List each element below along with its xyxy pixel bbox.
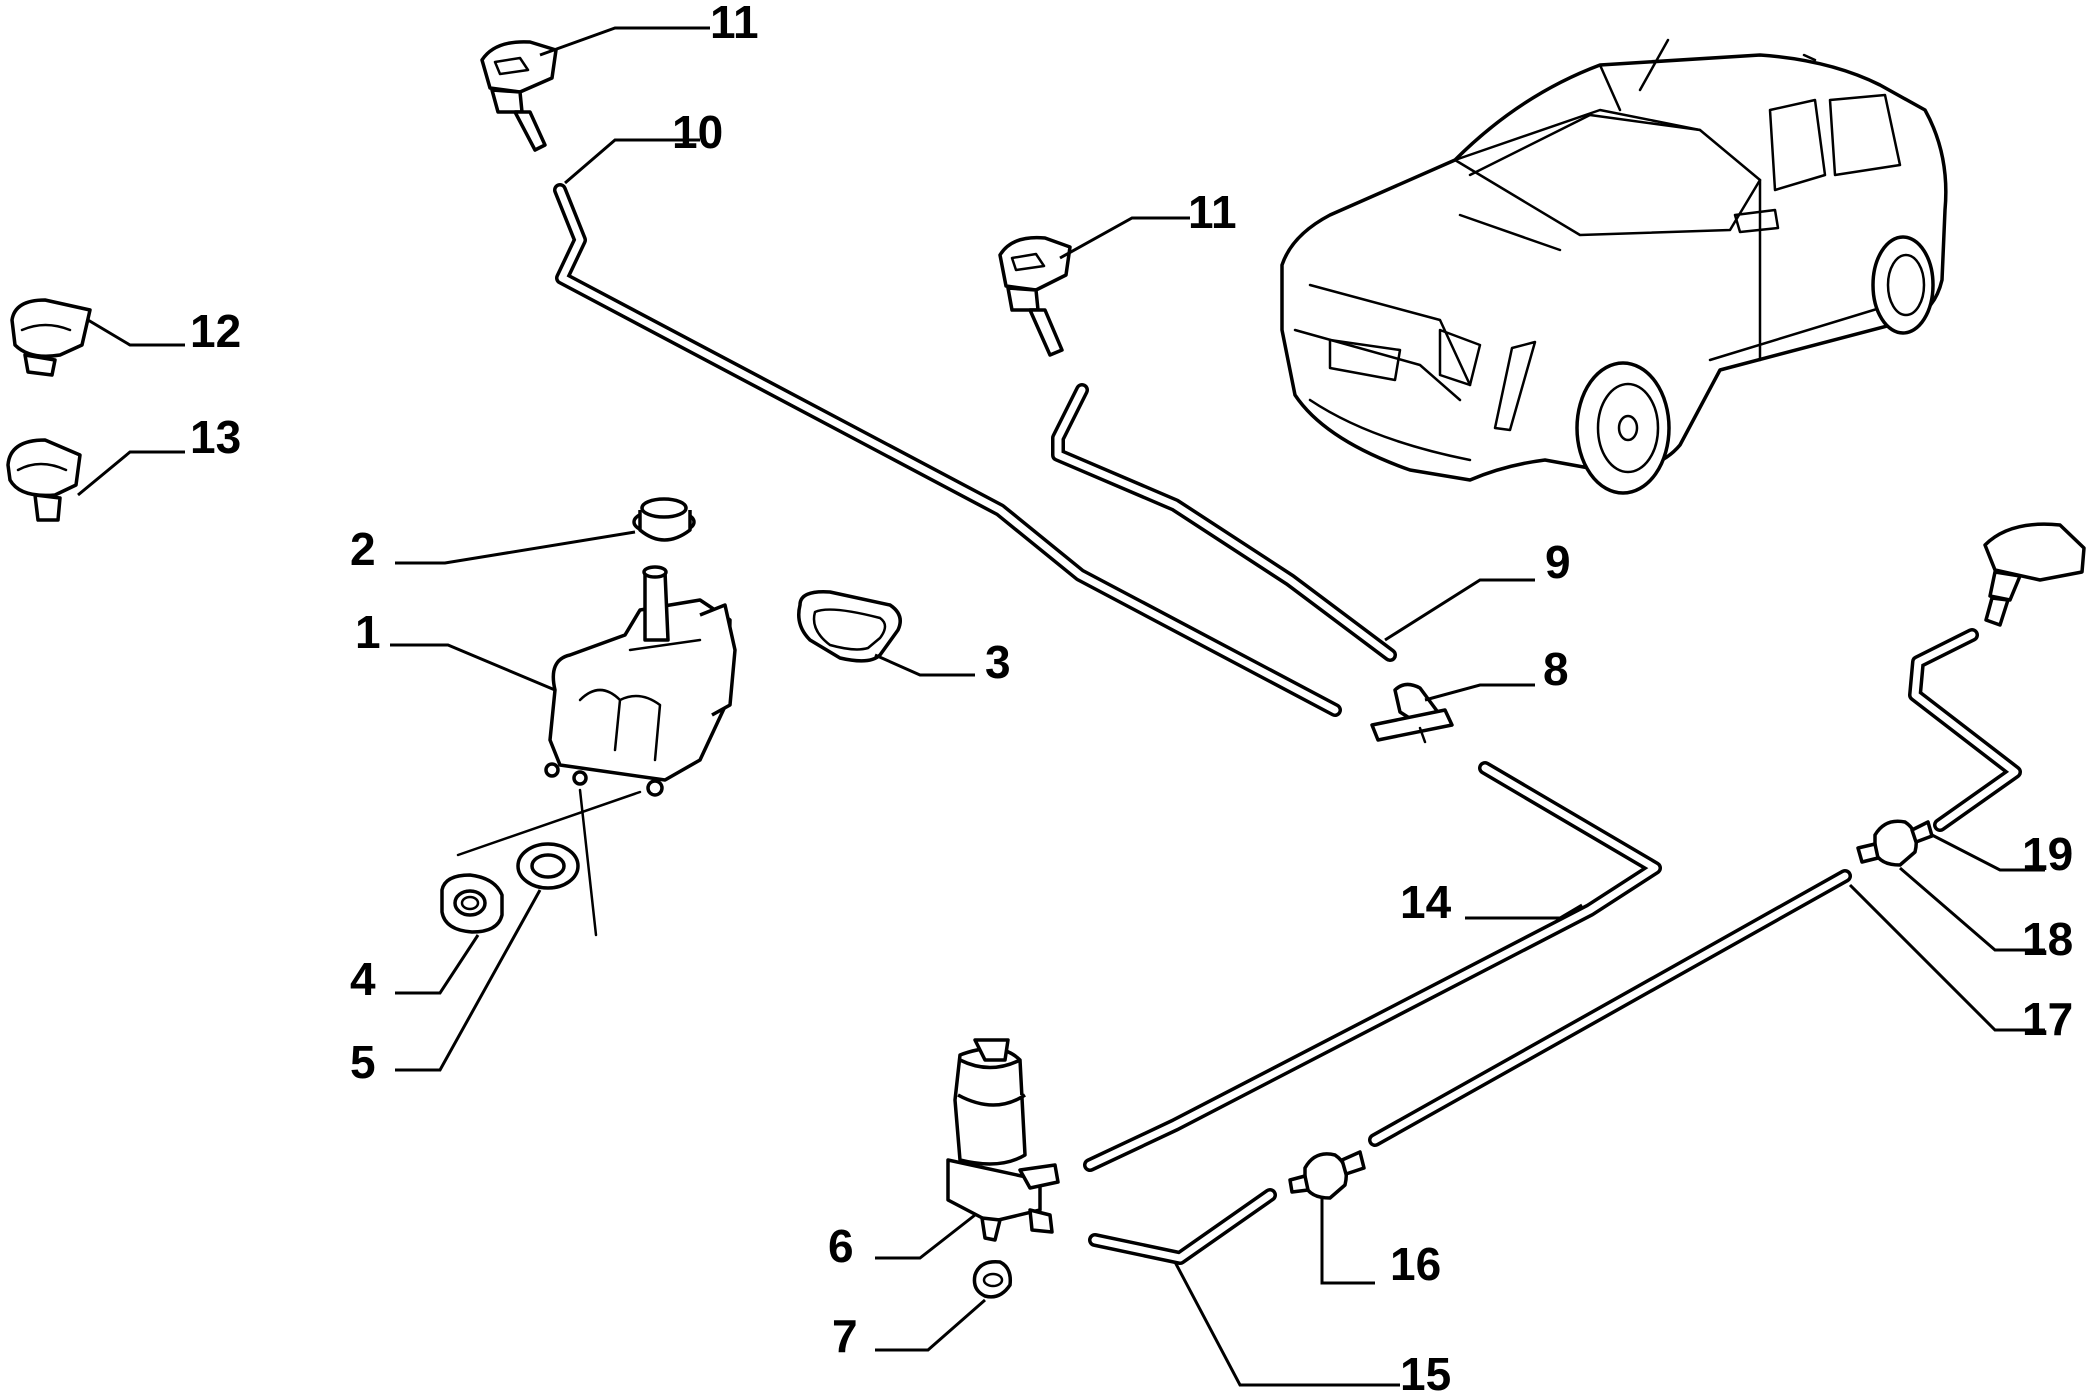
leader-10 [564,138,700,185]
callout-15: 15 [1400,1348,1451,1395]
callout-10: 10 [672,106,723,158]
leader-5 [395,889,542,1072]
leader-19 [1931,833,2045,872]
hose-clip-13 [6,438,82,522]
leader-14 [1465,903,1583,920]
washer-pump [946,1038,1060,1242]
reservoir-cap [632,497,696,542]
callout-6: 6 [828,1220,854,1272]
callout-9: 9 [1545,536,1571,588]
callout-14: 14 [1400,876,1452,928]
callout-labels: 11 10 11 12 13 2 1 3 4 5 6 7 8 9 14 15 1… [190,0,2073,1395]
callout-17: 17 [2022,993,2073,1045]
leader-1 [390,643,556,692]
leader-16 [1320,1198,1375,1285]
leader-17 [1848,883,2045,1032]
washer-nozzle-middle [998,235,1072,357]
leader-6 [875,1213,976,1260]
washer-nozzle-right [1983,522,2086,627]
callout-3: 3 [985,636,1011,688]
leader-2 [395,530,636,565]
callout-4: 4 [350,953,376,1005]
callout-11-middle: 11 [1188,186,1237,238]
callout-8: 8 [1543,643,1569,695]
washer-fluid-reservoir [544,565,737,797]
leader-7 [875,1298,986,1352]
washer-ring [516,842,580,890]
callout-2: 2 [350,523,376,575]
pump-grommet [972,1260,1013,1299]
hose-9 [1051,383,1397,662]
hose-10 [553,183,1342,717]
callout-18: 18 [2022,913,2073,965]
grommet [797,590,902,663]
callout-5: 5 [350,1036,376,1088]
hose-15 [1088,1188,1277,1265]
nut [440,873,504,934]
callout-11-upper: 11 [710,0,759,48]
leader-13 [77,450,185,497]
hose-19 [1908,628,2022,832]
car-illustration [1280,38,1948,495]
leader-15 [1173,1261,1400,1387]
leader-9 [1384,578,1535,642]
washer-nozzle-upper [480,40,558,152]
leader-11a [539,26,710,57]
leader-4 [395,934,480,995]
callout-7: 7 [832,1310,858,1362]
leader-3 [874,653,975,677]
callout-12: 12 [190,305,241,357]
callout-1: 1 [355,606,381,658]
t-connector-8 [1370,682,1454,744]
hose-14 [1083,761,1662,1172]
assembly-lines [456,788,642,937]
hose-17 [1368,869,1852,1147]
callout-19: 19 [2022,828,2073,880]
leader-lines [77,26,2045,1387]
callout-16: 16 [1390,1238,1441,1290]
leader-18 [1899,866,2045,952]
leader-11b [1059,216,1190,260]
leader-8 [1424,683,1535,702]
hose-clip-12 [10,298,92,377]
connector-18 [1856,819,1934,867]
connector-16 [1288,1150,1366,1200]
leader-12 [87,318,185,347]
callout-13: 13 [190,411,241,463]
